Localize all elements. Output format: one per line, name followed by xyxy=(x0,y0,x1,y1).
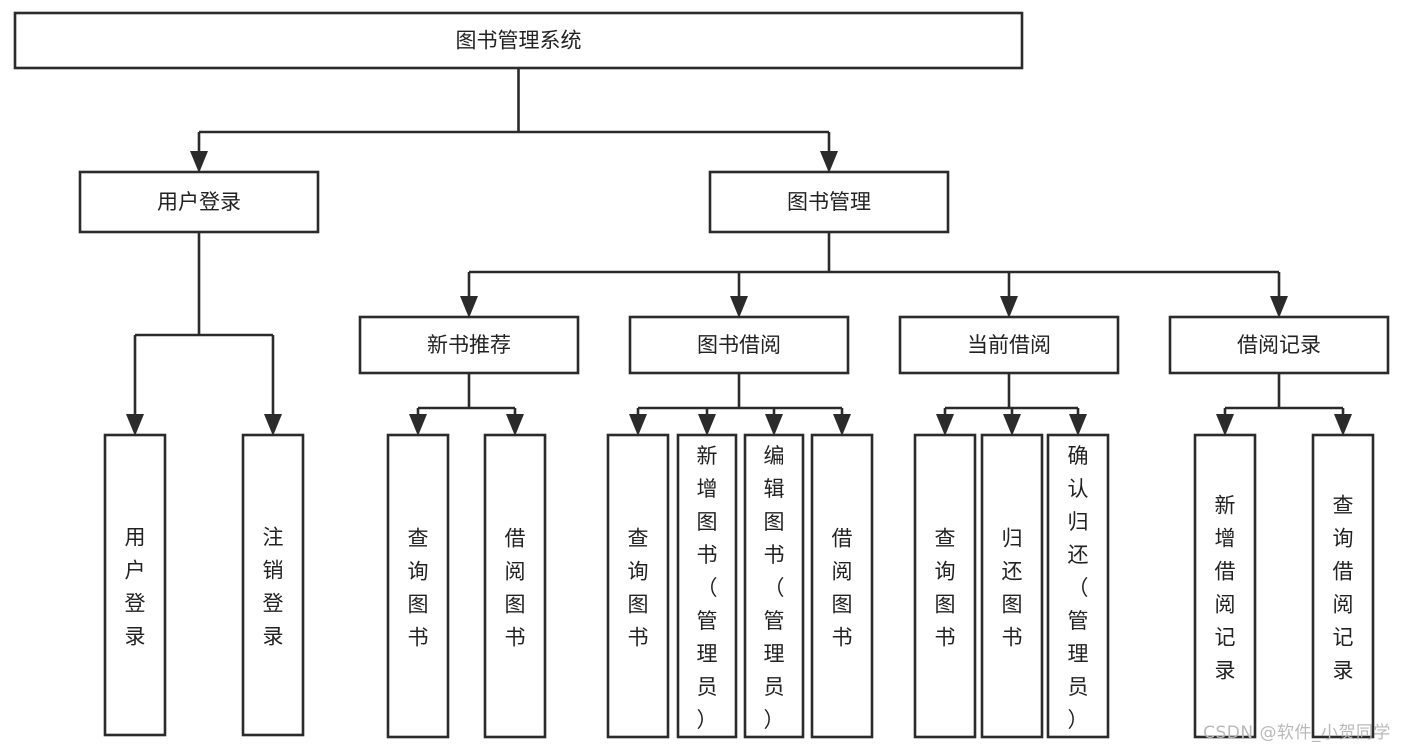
node-leaf-borrow-book-1[interactable]: 借阅图书 xyxy=(483,433,547,739)
node-label-book-manage: 图书管理 xyxy=(787,190,871,214)
node-box-leaf-borrow-book-2[interactable] xyxy=(810,433,874,739)
node-label-leaf-return-book: 归还图书 xyxy=(1002,527,1023,650)
node-borrow-record[interactable]: 借阅记录 xyxy=(1168,315,1390,375)
nodes-layer: 图书管理系统用户登录图书管理新书推荐图书借阅当前借阅借阅记录用户登录注销登录查询… xyxy=(13,11,1390,739)
arrow-head-icon-leaf-add-book xyxy=(698,414,716,436)
node-box-leaf-logout[interactable] xyxy=(241,433,305,737)
arrow-head-icon-book-manage xyxy=(820,151,838,173)
node-box-leaf-query-record[interactable] xyxy=(1311,433,1375,739)
arrow-head-icon-borrow-record xyxy=(1270,296,1288,318)
edge-from-book-borrow xyxy=(629,373,851,436)
node-leaf-edit-book[interactable]: 编辑图书（管理员） xyxy=(743,433,805,739)
node-label-current-borrow: 当前借阅 xyxy=(967,333,1051,357)
arrow-head-icon-new-book-rec xyxy=(460,296,478,318)
node-label-leaf-query-book-3: 查询图书 xyxy=(935,527,956,650)
node-root[interactable]: 图书管理系统 xyxy=(13,11,1024,70)
arrow-head-icon-leaf-user-login xyxy=(126,414,144,436)
node-leaf-return-book[interactable]: 归还图书 xyxy=(980,433,1044,739)
node-leaf-logout[interactable]: 注销登录 xyxy=(241,433,305,737)
node-current-borrow[interactable]: 当前借阅 xyxy=(898,315,1120,375)
node-leaf-add-book[interactable]: 新增图书（管理员） xyxy=(676,433,738,739)
arrow-head-icon-leaf-add-record xyxy=(1216,414,1234,436)
arrow-head-icon-user-login xyxy=(190,151,208,173)
node-leaf-add-record[interactable]: 新增借阅记录 xyxy=(1193,433,1257,739)
node-box-new-book-rec[interactable] xyxy=(358,315,580,375)
node-box-root[interactable] xyxy=(13,11,1024,70)
node-box-user-login[interactable] xyxy=(78,170,320,234)
node-box-book-manage[interactable] xyxy=(708,170,950,234)
node-box-leaf-user-login[interactable] xyxy=(103,433,167,737)
node-leaf-query-book-3[interactable]: 查询图书 xyxy=(913,433,977,739)
node-label-leaf-logout: 注销登录 xyxy=(263,526,284,649)
node-box-leaf-query-book-2[interactable] xyxy=(606,433,670,739)
edge-from-user-login xyxy=(126,232,282,436)
connectors-layer xyxy=(126,68,1352,436)
node-label-leaf-confirm-return: 确认归还（管理员） xyxy=(1068,444,1089,732)
arrow-head-icon-leaf-query-book-1 xyxy=(409,414,427,436)
node-label-new-book-rec: 新书推荐 xyxy=(427,333,511,357)
node-box-leaf-edit-book[interactable] xyxy=(743,433,805,739)
arrow-head-icon-leaf-edit-book xyxy=(765,414,783,436)
node-label-leaf-borrow-book-1: 借阅图书 xyxy=(505,527,526,650)
node-label-user-login: 用户登录 xyxy=(157,190,241,214)
arrow-head-icon-leaf-query-book-2 xyxy=(629,414,647,436)
node-box-leaf-confirm-return[interactable] xyxy=(1046,433,1110,739)
node-book-manage[interactable]: 图书管理 xyxy=(708,170,950,234)
node-label-borrow-record: 借阅记录 xyxy=(1237,333,1321,357)
arrow-head-icon-book-borrow xyxy=(730,296,748,318)
node-leaf-query-book-2[interactable]: 查询图书 xyxy=(606,433,670,739)
arrow-head-icon-current-borrow xyxy=(1000,296,1018,318)
node-box-leaf-query-book-1[interactable] xyxy=(386,433,450,739)
edge-from-new-book-rec xyxy=(409,373,524,436)
edge-from-current-borrow xyxy=(936,373,1087,436)
node-box-leaf-add-book[interactable] xyxy=(676,433,738,739)
node-label-leaf-add-record: 新增借阅记录 xyxy=(1215,494,1236,683)
node-label-root: 图书管理系统 xyxy=(456,29,582,53)
arrow-head-icon-leaf-borrow-book-2 xyxy=(833,414,851,436)
node-label-leaf-query-book-1: 查询图书 xyxy=(408,527,429,650)
node-label-leaf-user-login: 用户登录 xyxy=(125,526,146,649)
node-box-borrow-record[interactable] xyxy=(1168,315,1390,375)
node-label-leaf-edit-book: 编辑图书（管理员） xyxy=(764,444,785,732)
arrow-head-icon-leaf-logout xyxy=(264,414,282,436)
node-book-borrow[interactable]: 图书借阅 xyxy=(628,315,850,375)
arrow-head-icon-leaf-return-book xyxy=(1003,414,1021,436)
node-leaf-query-record[interactable]: 查询借阅记录 xyxy=(1311,433,1375,739)
node-new-book-rec[interactable]: 新书推荐 xyxy=(358,315,580,375)
node-box-book-borrow[interactable] xyxy=(628,315,850,375)
arrow-head-icon-leaf-query-book-3 xyxy=(936,414,954,436)
edge-from-book-manage xyxy=(460,232,1288,318)
node-box-leaf-query-book-3[interactable] xyxy=(913,433,977,739)
node-label-leaf-query-record: 查询借阅记录 xyxy=(1333,494,1354,683)
node-leaf-confirm-return[interactable]: 确认归还（管理员） xyxy=(1046,433,1110,739)
node-label-leaf-query-book-2: 查询图书 xyxy=(628,527,649,650)
node-box-leaf-add-record[interactable] xyxy=(1193,433,1257,739)
node-leaf-query-book-1[interactable]: 查询图书 xyxy=(386,433,450,739)
node-leaf-user-login[interactable]: 用户登录 xyxy=(103,433,167,737)
edge-from-root xyxy=(190,68,838,173)
node-label-book-borrow: 图书借阅 xyxy=(697,333,781,357)
arrow-head-icon-leaf-query-record xyxy=(1334,414,1352,436)
node-leaf-borrow-book-2[interactable]: 借阅图书 xyxy=(810,433,874,739)
node-box-leaf-return-book[interactable] xyxy=(980,433,1044,739)
arrow-head-icon-leaf-borrow-book-1 xyxy=(506,414,524,436)
edge-from-borrow-record xyxy=(1216,373,1352,436)
node-user-login[interactable]: 用户登录 xyxy=(78,170,320,234)
arrow-head-icon-leaf-confirm-return xyxy=(1069,414,1087,436)
node-label-leaf-add-book: 新增图书（管理员） xyxy=(697,444,718,732)
node-box-current-borrow[interactable] xyxy=(898,315,1120,375)
node-box-leaf-borrow-book-1[interactable] xyxy=(483,433,547,739)
node-label-leaf-borrow-book-2: 借阅图书 xyxy=(832,527,853,650)
